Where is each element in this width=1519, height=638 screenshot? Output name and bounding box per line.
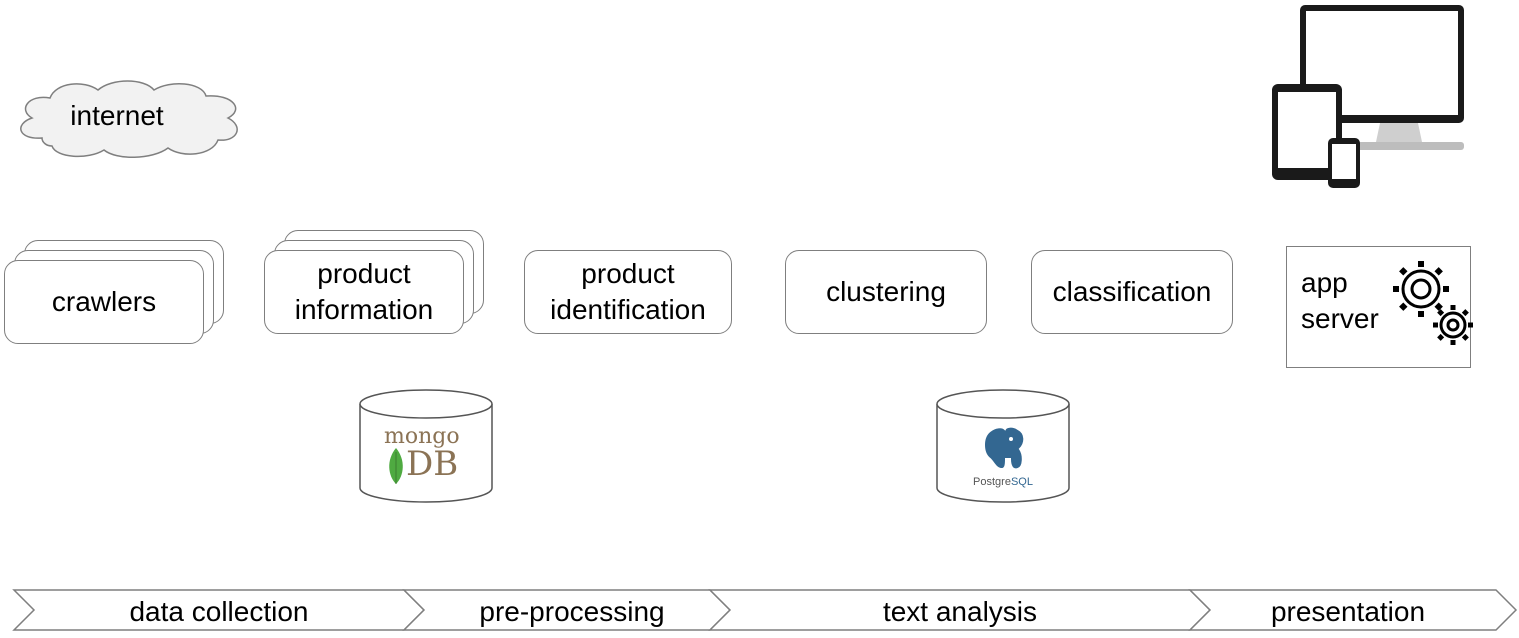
product-identification-label: product identification bbox=[550, 257, 706, 325]
cloud-icon bbox=[20, 80, 238, 158]
classification-box: classification bbox=[1031, 250, 1233, 334]
product-information-label: product information bbox=[294, 257, 434, 325]
postgresql-database: PostgreSQL bbox=[935, 388, 1071, 506]
stage-label-presentation: presentation bbox=[1270, 596, 1426, 627]
clustering-box: clustering bbox=[785, 250, 987, 334]
stage-label-data-collection: data collection bbox=[129, 596, 309, 627]
product-identification-box: product identification bbox=[524, 250, 732, 334]
product-information-box: product information bbox=[264, 250, 464, 334]
app-server-label: app server bbox=[1301, 267, 1379, 335]
postgresql-label: PostgreSQL bbox=[935, 476, 1071, 488]
stage-label-pre-processing: pre-processing bbox=[479, 596, 665, 627]
classification-label: classification bbox=[1052, 275, 1212, 307]
crawlers-label: crawlers bbox=[51, 285, 157, 317]
mongodb-database: mongo DB bbox=[358, 388, 494, 506]
mongodb-leaf-icon bbox=[389, 448, 403, 484]
devices-icon bbox=[1268, 2, 1468, 190]
stage-chevron-bar bbox=[12, 589, 1518, 631]
mongodb-db: DB bbox=[406, 444, 459, 484]
internet-label: internet bbox=[70, 100, 164, 131]
postgresql-elephant-icon bbox=[983, 425, 1026, 471]
gears-icon bbox=[1393, 261, 1473, 345]
stage-label-text-analysis: text analysis bbox=[882, 596, 1038, 627]
stage-chevron-presentation bbox=[1188, 589, 1518, 631]
internet-cloud: internet bbox=[12, 76, 242, 160]
clustering-label: clustering bbox=[826, 275, 946, 307]
postgresql-prefix: Postgre bbox=[973, 476, 1011, 488]
postgresql-suffix: SQL bbox=[1010, 476, 1033, 488]
app-server-box: app server bbox=[1286, 246, 1473, 368]
crawlers-box: crawlers bbox=[4, 260, 204, 344]
mongodb-word: mongo bbox=[384, 424, 460, 449]
